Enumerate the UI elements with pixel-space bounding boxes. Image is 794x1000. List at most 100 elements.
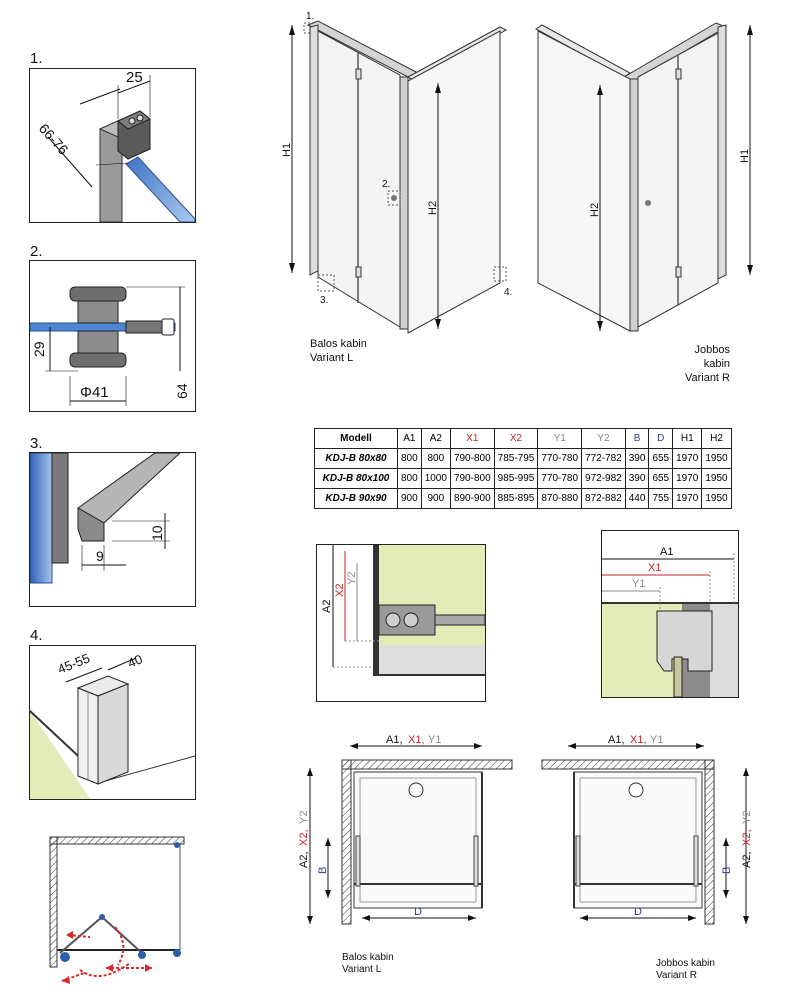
cell: 872-882 [581, 488, 626, 509]
cell: 985-995 [493, 468, 539, 489]
cell: 770-780 [537, 468, 583, 489]
col-x2: X2 [493, 428, 539, 449]
cell-model: KDJ-B 80x100 [314, 468, 398, 489]
dim-40-label: 40 [126, 651, 145, 670]
detail-2-drawing: 29 Φ41 64 [30, 286, 190, 406]
plan-left-top-y1: Y1 [428, 734, 441, 746]
cell: 440 [624, 488, 650, 509]
detail-2-panel: 29 Φ41 64 [29, 260, 196, 412]
drain-icon [628, 782, 644, 798]
detail-1-panel: 25 66-76 [29, 68, 196, 223]
detail-4-panel: 45-55 40 [29, 645, 196, 800]
plan-left-side-x2: X2, [298, 829, 310, 846]
detail-3-panel: 10 9 [29, 452, 196, 607]
elev-right-h2: H2 [589, 203, 601, 217]
cell: 772-782 [581, 448, 626, 469]
detail-4-drawing: 45-55 40 [30, 650, 195, 799]
cell: 1950 [701, 468, 732, 489]
plan-left-caption-1: Balos kabin [342, 952, 394, 963]
plan-left-top-x1: X1, [408, 734, 425, 746]
right-profile [717, 24, 727, 280]
elev-right-caption-1: Jobbos kabin [694, 344, 730, 370]
floor-green [30, 711, 90, 799]
col-a2: A2 [420, 428, 451, 449]
table-row: KDJ-B 80x80 800 800 790-800 785-795 770-… [314, 448, 732, 469]
elev-right-caption-2: Variant R [684, 372, 730, 384]
seal-strip [77, 453, 181, 524]
cell: 972-982 [581, 468, 626, 489]
glass-pane [30, 453, 53, 584]
plan-right-caption-2: Variant R [656, 970, 697, 981]
install-detail-left: A2 X2 Y2 [316, 544, 486, 702]
dim-phi41-label: Φ41 [80, 384, 109, 401]
elev-left-caption: Balos kabin Variant L [310, 337, 367, 365]
col-y2: Y2 [581, 428, 626, 449]
plan-right-d: D [634, 906, 642, 918]
dim-66-76-label: 66-76 [36, 120, 72, 157]
install-left-drawing: A2 X2 Y2 [321, 545, 485, 676]
install-y1-label: Y1 [632, 578, 645, 590]
cell: 800 [397, 448, 422, 469]
table-row: KDJ-B 90x90 900 900 890-900 885-895 870-… [314, 488, 732, 509]
elevation-right-drawing: H2 H1 [535, 22, 753, 332]
left-wall [49, 836, 58, 968]
col-a1: A1 [397, 428, 422, 449]
glass-pane [125, 156, 195, 222]
col-y1: Y1 [537, 428, 583, 449]
cell: 755 [648, 488, 674, 509]
install-y2-label: Y2 [346, 572, 358, 585]
col-b: B [624, 428, 650, 449]
callout-3-label: 3. [320, 295, 328, 306]
plan-right-drawing: A1, X1, Y1 A2, X2, Y2 B D [541, 734, 753, 925]
cell: 800 [397, 468, 422, 489]
cell: 1000 [420, 468, 451, 489]
elev-left-h2: H2 [427, 201, 439, 215]
detail-3-drawing: 10 9 [30, 453, 181, 584]
dim-64-label: 64 [174, 383, 190, 399]
plan-left-side-a2: A2, [298, 851, 310, 868]
knob [69, 352, 127, 368]
cell: 790-800 [449, 468, 495, 489]
dim-29-label: 29 [31, 341, 47, 357]
elev-right-caption: Jobbos kabin Variant R [668, 343, 730, 385]
table-row: KDJ-B 80x100 800 1000 790-800 985-995 77… [314, 468, 732, 489]
callout-4-label: 4. [504, 287, 512, 298]
spec-header-row: Modell A1 A2 X1 X2 Y1 Y2 B D H1 H2 [314, 428, 732, 449]
elev-right-h1: H1 [739, 149, 751, 163]
install-x1-label: X1 [648, 562, 661, 574]
col-x1: X1 [449, 428, 495, 449]
plan-right-side-a2: A2, [741, 851, 753, 868]
elev-left-h1: H1 [281, 143, 293, 157]
plan-right-caption-1: Jobbos kabin [656, 958, 715, 969]
col-modell: Modell [314, 428, 398, 449]
plan-right-top-wall [541, 759, 715, 770]
col-h2: H2 [701, 428, 732, 449]
plan-left-b: B [317, 867, 329, 874]
plan-right-top-y1: Y1 [650, 734, 663, 746]
fixed-panel-left [407, 30, 501, 334]
dim-25-label: 25 [126, 69, 143, 86]
cell-model: KDJ-B 80x80 [314, 448, 398, 469]
cell: 900 [420, 488, 451, 509]
elev-left-caption-2: Variant L [310, 352, 354, 364]
plan-right-caption: Jobbos kabin Variant R [656, 958, 715, 982]
plan-left-side-y2: Y2 [298, 811, 310, 824]
plan-right-top-x1: X1, [630, 734, 647, 746]
cell: 1970 [672, 448, 703, 469]
plan-right-side-wall [704, 759, 715, 925]
cell: 1950 [701, 448, 732, 469]
cell: 770-780 [537, 448, 583, 469]
plan-right-side-x2: X2, [741, 829, 753, 846]
plan-left-side-wall [341, 759, 352, 925]
cell: 655 [648, 468, 674, 489]
cell: 655 [648, 448, 674, 469]
elev-left-caption-1: Balos kabin [310, 338, 367, 350]
top-wall [49, 836, 185, 845]
cell-model: KDJ-B 90x90 [314, 488, 398, 509]
cell: 870-880 [537, 488, 583, 509]
dim-45-55-label: 45-55 [56, 650, 92, 676]
fixed-panel-right [537, 30, 631, 332]
callout-1-label: 1. [306, 11, 314, 22]
dim-9-label: 9 [96, 548, 104, 564]
dim-10-label: 10 [149, 525, 165, 541]
